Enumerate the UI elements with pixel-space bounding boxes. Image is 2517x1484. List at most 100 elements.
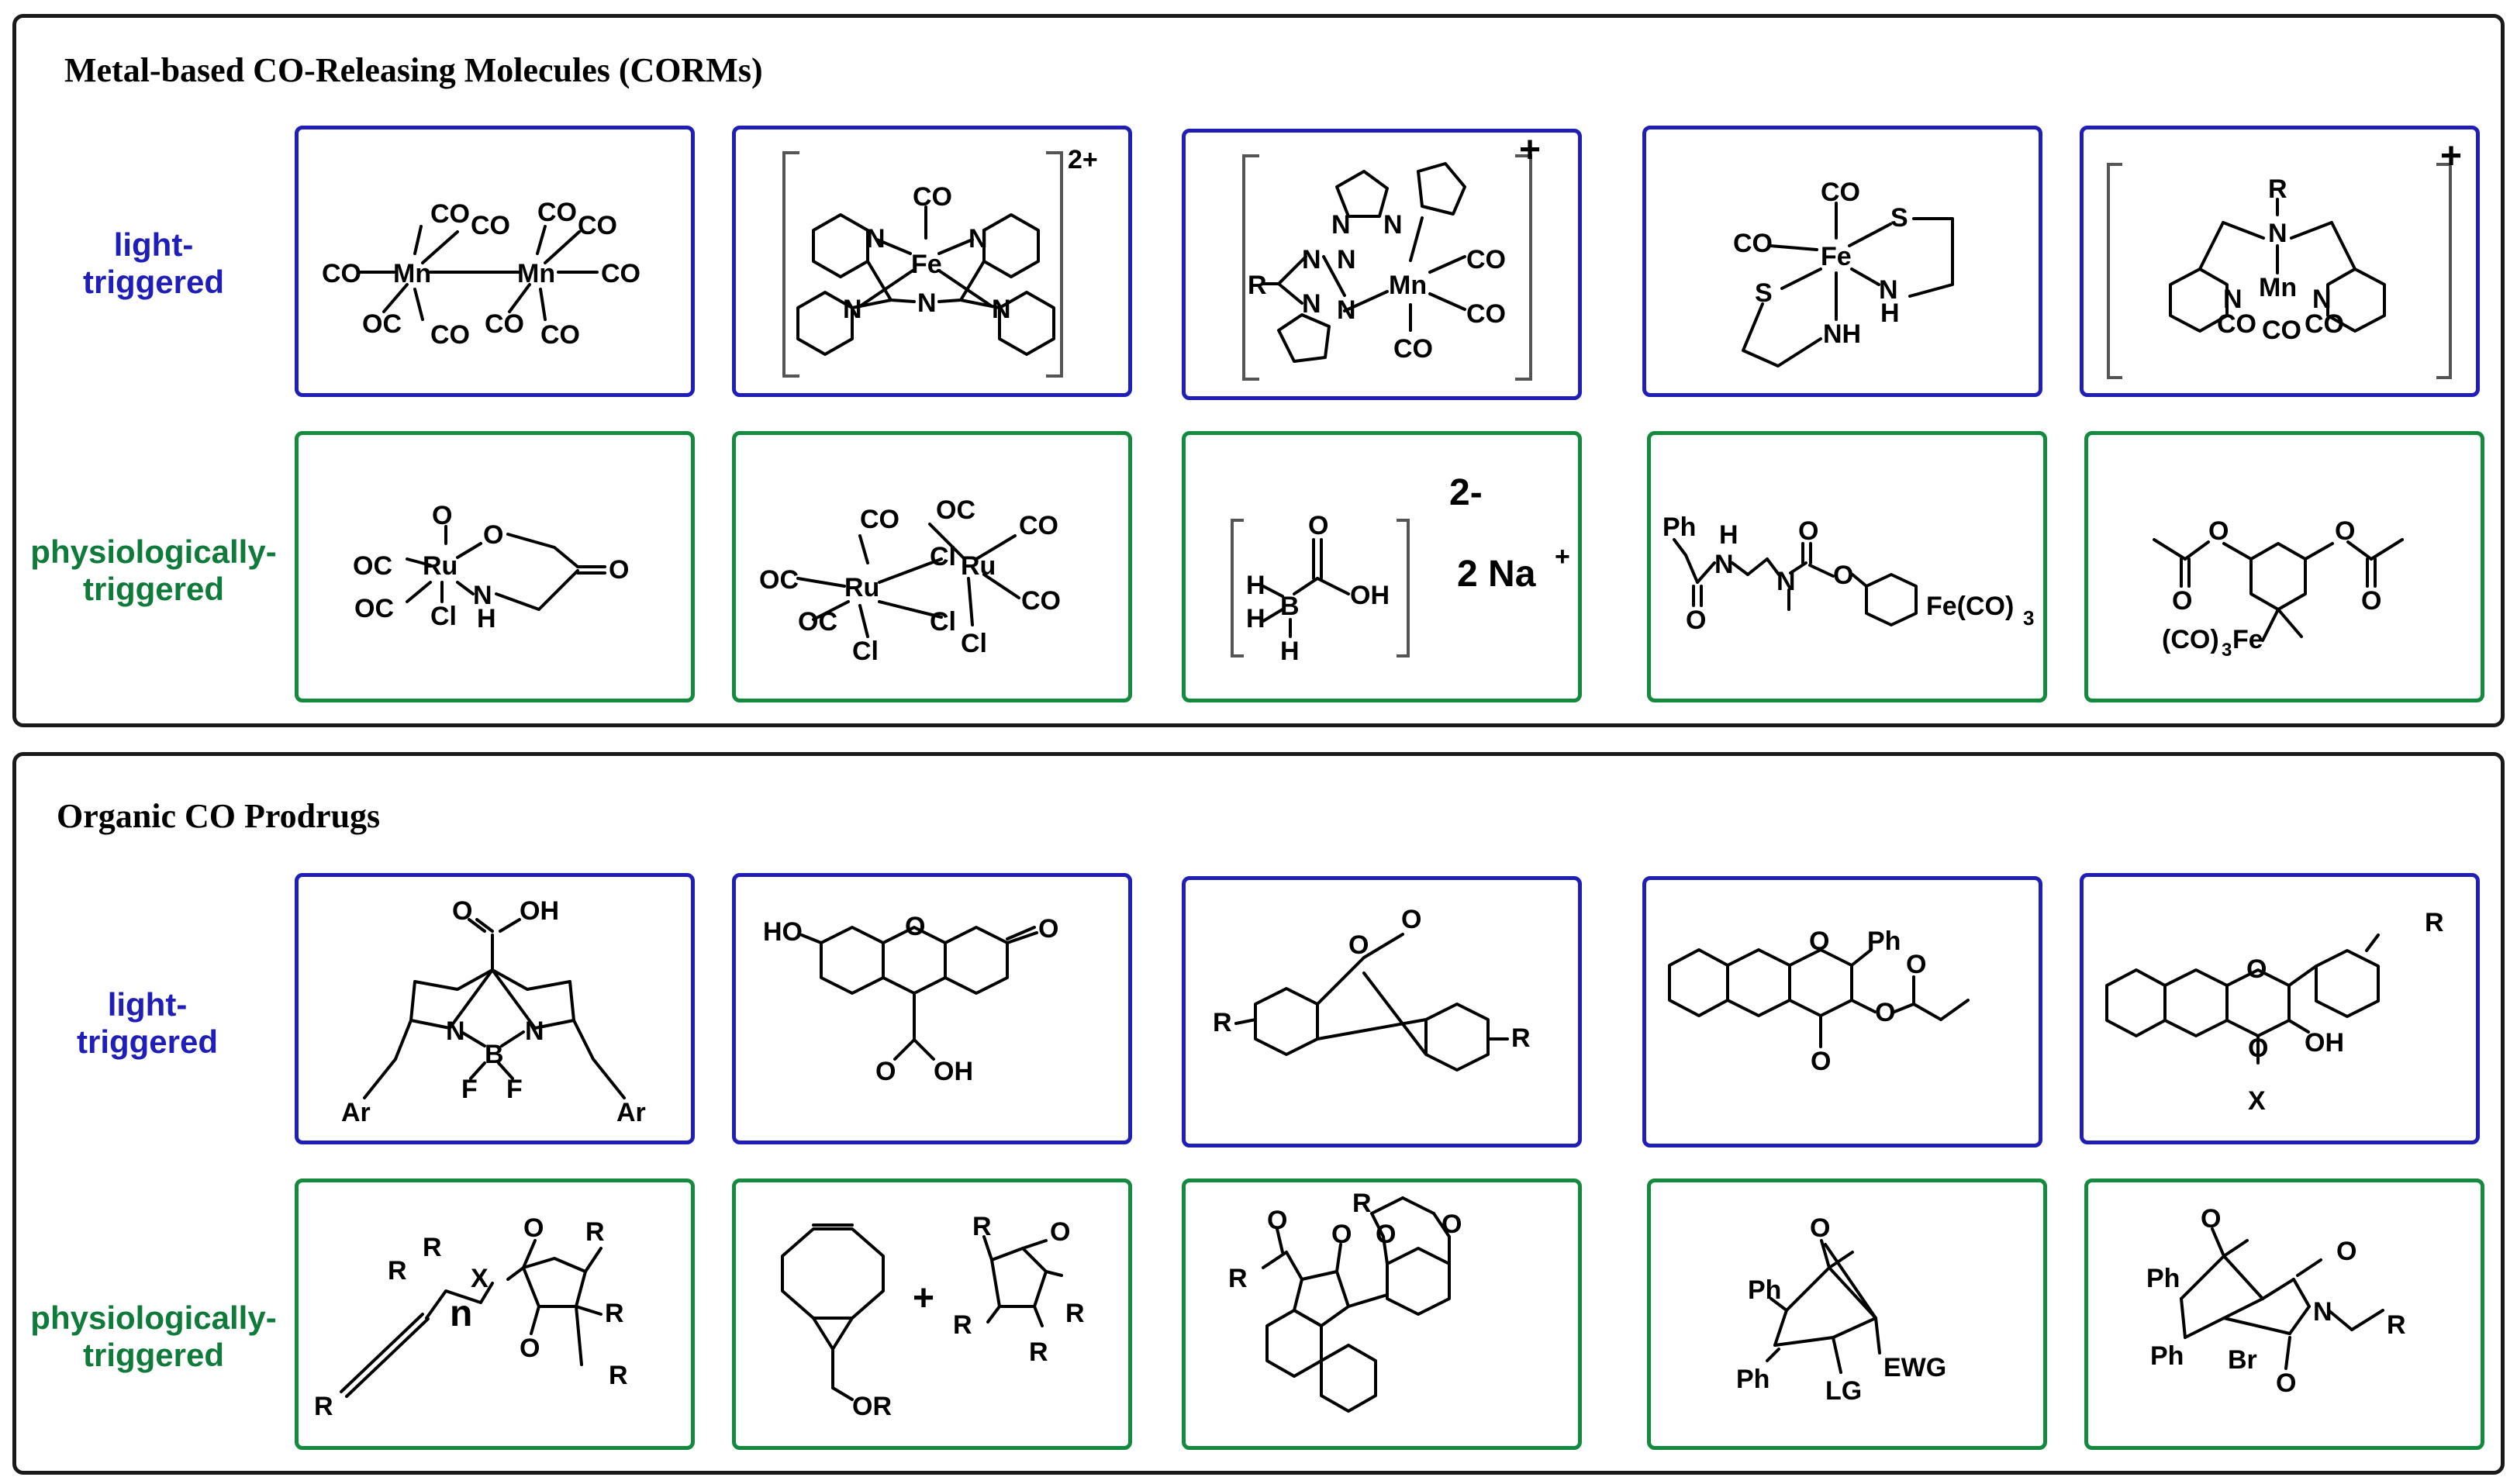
- bond-line: [1773, 1309, 1788, 1347]
- molecule-mn-pyrazolyl-complex: + N N N N R Mn CO CO N N CO: [1182, 129, 1582, 400]
- molecule-corm-a1: 2- O H B OH H H 2 Na +: [1182, 431, 1582, 702]
- bond-line: [469, 1061, 486, 1080]
- atom-label: +: [1519, 133, 1541, 171]
- bond-line: [1006, 926, 1036, 940]
- atom-label: CO: [2217, 309, 2256, 339]
- atom-label: CO: [1733, 229, 1773, 258]
- structure-drawing: O O OC Ru O N OC Cl H: [353, 501, 629, 633]
- atom-label: O: [1038, 914, 1058, 944]
- atom-label: CO: [540, 320, 580, 350]
- atom-label: R: [423, 1233, 442, 1262]
- atom-label: S: [1755, 278, 1773, 308]
- bond-line: [1316, 956, 1366, 1006]
- bond-line: [2287, 965, 2318, 987]
- atom-label: n: [450, 1293, 472, 1334]
- atom-label: R: [953, 1310, 972, 1340]
- bond-line: [1401, 1196, 1435, 1215]
- atom-label: H: [1719, 520, 1738, 550]
- molecule-norbornenone-ewg: O Ph Ph EWG LG: [1647, 1179, 2047, 1450]
- atom-label: R: [1511, 1023, 1531, 1053]
- atom-label: Ph: [1748, 1275, 1781, 1305]
- structure-drawing: + N N N N R Mn CO CO N N CO: [1242, 133, 1541, 381]
- bond-line: [1320, 1344, 1377, 1413]
- bond-line: [2370, 538, 2404, 561]
- atom-label: R: [388, 1256, 407, 1286]
- atom-label: Ru: [423, 551, 457, 581]
- bond-line: [866, 260, 893, 302]
- bracket: [1242, 154, 1259, 381]
- atom-label: N: [446, 1016, 465, 1046]
- structure-drawing: O OH N B N F F Ar Ar: [341, 896, 646, 1127]
- molecule-bodipy-carboxylic-acid: O OH N B N F F Ar Ar: [295, 873, 695, 1144]
- atom-label: HO: [763, 917, 803, 947]
- bond-line: [1850, 999, 1877, 1013]
- bond-line: [1428, 255, 1466, 274]
- bond-line: [539, 288, 547, 321]
- bond-line: [1828, 1251, 1854, 1269]
- atom-label: R: [314, 1392, 333, 1421]
- bond-line: [1696, 561, 1716, 584]
- atom-label: H: [1280, 637, 1300, 666]
- bond-line: [858, 269, 914, 308]
- atom-label: Ar: [616, 1098, 646, 1127]
- atom-label: R: [585, 1217, 605, 1247]
- bond-line: [522, 1239, 537, 1269]
- molecule-corm-3: O O OC Ru O N OC Cl H: [295, 431, 695, 702]
- atom-label: OC: [353, 551, 392, 581]
- bond-line: [406, 581, 432, 603]
- atom-label: Ph: [1736, 1365, 1769, 1394]
- atom-label: Cl: [430, 602, 457, 631]
- atom-label: CO: [1021, 586, 1061, 616]
- atom-label: R: [605, 1299, 624, 1328]
- atom-label: O: [2201, 1204, 2221, 1234]
- atom-label: O: [1875, 998, 1895, 1027]
- atom-label: 2-: [1449, 472, 1483, 513]
- bond-line: [1673, 538, 1687, 557]
- bond-line: [1820, 1239, 1831, 1269]
- atom-label: OH: [520, 896, 559, 926]
- structure-drawing: R O R R X n R O R R: [314, 1213, 628, 1421]
- molecule-mn2co10: CO CO CO CO CO Mn Mn CO OC CO CO CO: [295, 126, 695, 397]
- atom-label: O: [609, 555, 629, 585]
- bond-line: [812, 213, 869, 278]
- bond-line: [1939, 999, 1970, 1021]
- bond-line: [413, 225, 423, 255]
- bond-line: [506, 1266, 525, 1281]
- molecule-bridged-diketone: O O R R: [1182, 876, 1582, 1148]
- bond-line: [2350, 1309, 2384, 1331]
- bond-line: [2222, 1239, 2249, 1258]
- atom-label: Cl: [930, 607, 956, 637]
- bond-line: [1746, 557, 1769, 576]
- bond-line: [2163, 968, 2229, 1037]
- bond-line: [937, 238, 974, 255]
- bond-line: [1769, 1297, 1788, 1312]
- bond-line: [1824, 1243, 1877, 1320]
- atom-label: O: [1809, 927, 1829, 956]
- atom-label: O: [2246, 954, 2267, 984]
- bond-line: [506, 533, 579, 568]
- bond-line: [831, 1386, 854, 1401]
- bond-line: [1021, 1239, 1048, 1250]
- atom-label: Cl: [930, 542, 956, 571]
- bond-line: [575, 1305, 583, 1366]
- atom-label: O: [1331, 1220, 1352, 1249]
- molecule-mn-dipicolylamine: R N + N Mn N CO CO CO: [2080, 126, 2480, 397]
- bond-line: [1262, 585, 1284, 598]
- bond-line: [858, 534, 869, 564]
- bond-line: [2327, 1309, 2353, 1331]
- atom-label: O: [483, 520, 503, 550]
- atom-label: N: [2313, 1297, 2332, 1327]
- atom-label: Cl: [852, 637, 879, 666]
- atom-label: CO: [537, 198, 577, 227]
- bond-line: [497, 1061, 514, 1080]
- atom-label: +: [913, 1278, 934, 1319]
- structure-drawing: R O O O O R: [1228, 1189, 1462, 1413]
- bond-line: [592, 1058, 626, 1099]
- bond-line: [796, 291, 854, 356]
- atom-label: O: [1811, 1047, 1831, 1076]
- bond-line: [937, 299, 962, 303]
- bond-line: [2284, 1336, 2291, 1370]
- bond-line: [1254, 987, 1319, 1056]
- atom-label: R: [2425, 908, 2444, 937]
- atom-label: O: [1906, 950, 1926, 979]
